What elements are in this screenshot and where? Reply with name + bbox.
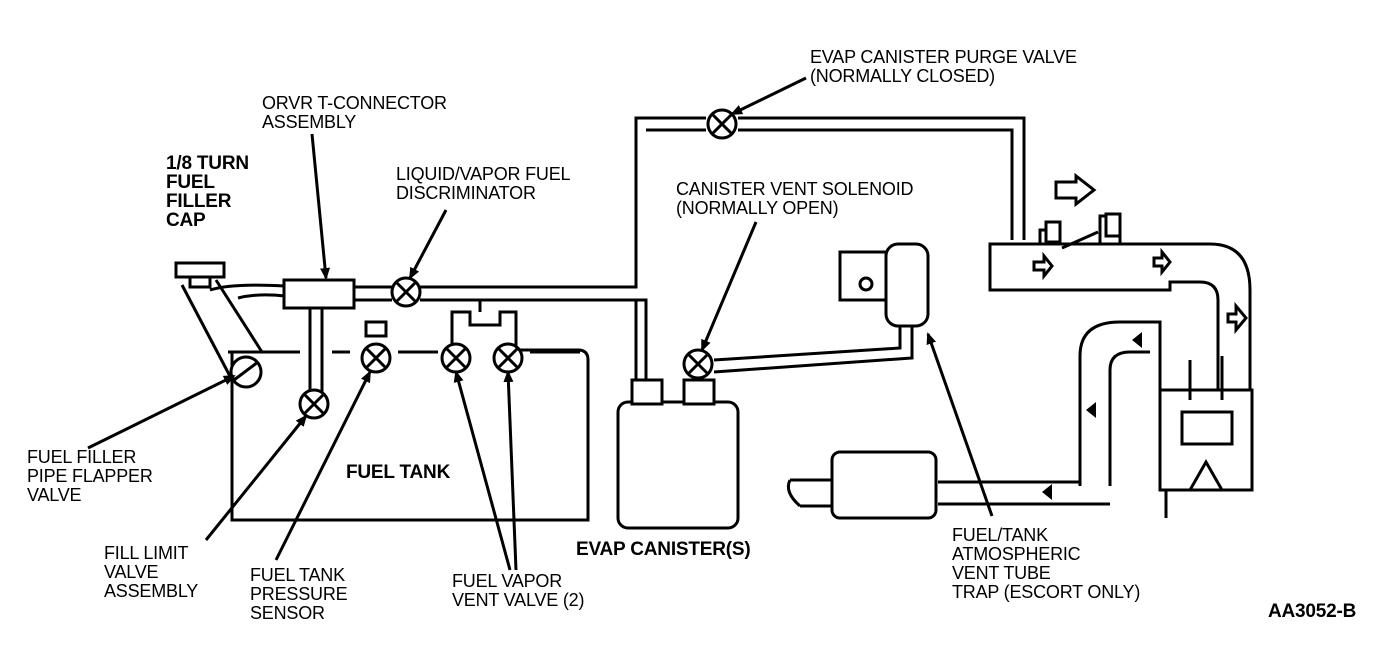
pressure-sensor-label: FUEL TANK PRESSURE SENSOR bbox=[250, 565, 348, 623]
fuel-tank-label: FUEL TANK bbox=[346, 462, 451, 483]
vent-solenoid-label: CANISTER VENT SOLENOID (NORMALLY OPEN) bbox=[676, 179, 914, 218]
vapor-vent-valve-label: FUEL VAPOR VENT VALVE (2) bbox=[452, 571, 585, 610]
arrow-icon bbox=[87, 76, 994, 571]
orvr-t-connector bbox=[282, 278, 392, 392]
orvr-t-connector-label: ORVR T-CONNECTOR ASSEMBLY bbox=[262, 93, 447, 132]
discriminator-label: LIQUID/VAPOR FUEL DISCRIMINATOR bbox=[396, 164, 571, 203]
flow-arrow-icon bbox=[1054, 172, 1097, 208]
fuel-tank-shape bbox=[228, 348, 590, 522]
fill-limit-valve-label: FILL LIMIT VALVE ASSEMBLY bbox=[104, 543, 199, 601]
evap-canister bbox=[616, 262, 914, 530]
fuel-filler-cap-label: 1/8 TURN FUEL FILLER CAP bbox=[166, 153, 249, 231]
canister-vent-solenoid bbox=[838, 242, 930, 328]
air-tube bbox=[786, 320, 1162, 520]
figure-id-label: AA3052-B bbox=[1268, 601, 1357, 622]
atmospheric-vent-trap-label: FUEL/TANK ATMOSPHERIC VENT TUBE TRAP (ES… bbox=[952, 525, 1141, 602]
purge-valve-label: EVAP CANISTER PURGE VALVE (NORMALLY CLOS… bbox=[810, 47, 1077, 86]
intake-manifold bbox=[988, 172, 1254, 518]
flapper-valve-label: FUEL FILLER PIPE FLAPPER VALVE bbox=[27, 447, 153, 505]
valve-icon bbox=[229, 108, 738, 420]
filler-neck bbox=[174, 261, 286, 381]
evap-canister-label: EVAP CANISTER(S) bbox=[576, 539, 751, 560]
